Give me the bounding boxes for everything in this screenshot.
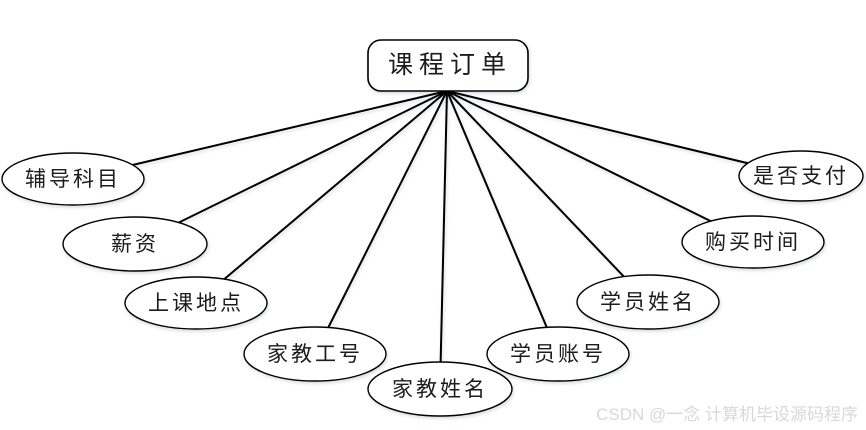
attribute-node-student-name: 学员姓名 (576, 274, 720, 330)
attribute-ellipse (243, 326, 387, 382)
attribute-label: 辅导科目 (25, 167, 121, 191)
attribute-node-class-location: 上课地点 (124, 276, 268, 330)
diagram-shapes: 辅导科目 薪资 上课地点 家教工号 家教姓名 学员账号 (1, 39, 864, 417)
attribute-label: 是否支付 (753, 164, 849, 188)
entity-box (367, 39, 529, 92)
attribute-node-tutoring-subject: 辅导科目 (1, 152, 145, 206)
connector-line (446, 90, 802, 177)
attribute-node-tutor-id: 家教工号 (243, 326, 387, 382)
attribute-label: 上课地点 (148, 291, 244, 315)
connector-line (72, 90, 448, 180)
connector-line (446, 90, 559, 355)
attribute-ellipse (486, 326, 630, 382)
attribute-ellipse (576, 274, 720, 330)
attribute-ellipse (738, 150, 864, 202)
connector-line (446, 90, 649, 303)
attribute-label: 家教工号 (267, 342, 363, 366)
attribute-label: 薪资 (111, 232, 159, 256)
attribute-label: 学员账号 (510, 342, 606, 366)
attribute-ellipse (681, 215, 825, 269)
entity-node-course-order: 课程订单 (367, 39, 529, 92)
watermark-text: CSDN @一念 计算机毕设源码程序 (596, 404, 858, 424)
entity-label: 课程订单 (388, 51, 512, 79)
attribute-node-tutor-name: 家教姓名 (367, 361, 513, 417)
attribute-ellipse (124, 276, 268, 330)
attribute-ellipse (62, 216, 208, 272)
attribute-ellipse (1, 152, 145, 206)
attribute-label: 家教姓名 (392, 377, 488, 401)
attribute-label: 购买时间 (705, 230, 801, 254)
attribute-node-student-account: 学员账号 (486, 326, 630, 382)
attribute-node-salary: 薪资 (62, 216, 208, 272)
attribute-node-purchase-time: 购买时间 (681, 215, 825, 269)
connector-line (195, 90, 448, 304)
attribute-label: 学员姓名 (600, 290, 696, 314)
connector-line (314, 90, 448, 355)
connector-line (439, 90, 448, 390)
attribute-ellipse (367, 361, 513, 417)
connector-line (134, 90, 448, 245)
connector-line (446, 90, 754, 243)
attribute-node-payment-status: 是否支付 (738, 150, 864, 202)
